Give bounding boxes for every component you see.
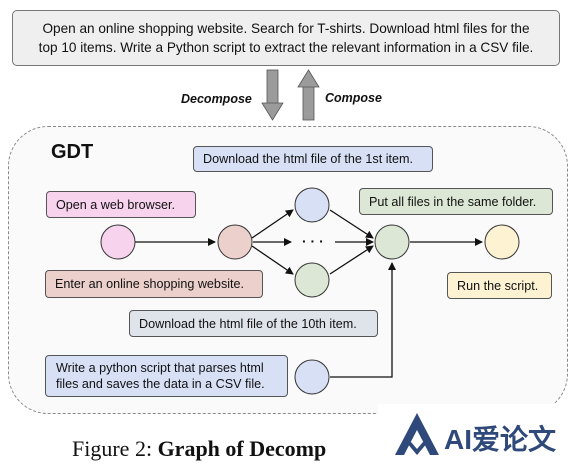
task-line-2: top 10 items. Write a Python script to e… — [38, 40, 534, 55]
step-run-script: Run the script. — [447, 272, 552, 299]
step-write-script: Write a python script that parses html f… — [45, 355, 288, 397]
task-description-box: Open an online shopping website. Search … — [12, 10, 560, 66]
node-download-first — [294, 187, 330, 223]
edge-enter-to-first — [251, 209, 294, 239]
node-enter-website — [217, 224, 253, 260]
node-open-browser — [100, 224, 136, 260]
step-put-files: Put all files in the same folder. — [359, 188, 553, 215]
edge-tenth-to-merge — [329, 245, 374, 275]
step-download-first: Download the html file of the 1st item. — [193, 146, 433, 172]
figure-caption: Figure 2: Graph of Decomp — [72, 436, 326, 462]
compose-arrow — [297, 69, 320, 121]
compose-label: Compose — [325, 91, 382, 105]
node-run-script — [484, 224, 520, 260]
step-download-tenth: Download the html file of the 10th item. — [129, 310, 378, 337]
caption-title: Graph of Decomp — [157, 436, 327, 461]
parallel-ellipsis: · · · — [302, 233, 324, 249]
step-open-browser: Open a web browser. — [46, 191, 196, 218]
edge-first-to-merge — [329, 209, 374, 239]
node-put-files — [374, 224, 410, 260]
watermark-text: AI爱论文 — [444, 424, 557, 455]
decompose-label: Decompose — [181, 92, 252, 106]
gdt-title: GDT — [51, 141, 94, 163]
caption-prefix: Figure 2: — [72, 436, 158, 461]
step-enter-website: Enter an online shopping website. — [45, 270, 263, 298]
edge-enter-to-tenth — [251, 245, 294, 275]
edge-script-to-merge — [330, 262, 396, 378]
node-write-script — [294, 359, 330, 395]
node-download-tenth — [294, 262, 330, 298]
task-line-1: Open an online shopping website. Search … — [42, 21, 530, 36]
decompose-arrow — [261, 69, 284, 121]
watermark: AI爱论文 — [378, 404, 575, 469]
watermark-logo-icon — [395, 413, 439, 455]
